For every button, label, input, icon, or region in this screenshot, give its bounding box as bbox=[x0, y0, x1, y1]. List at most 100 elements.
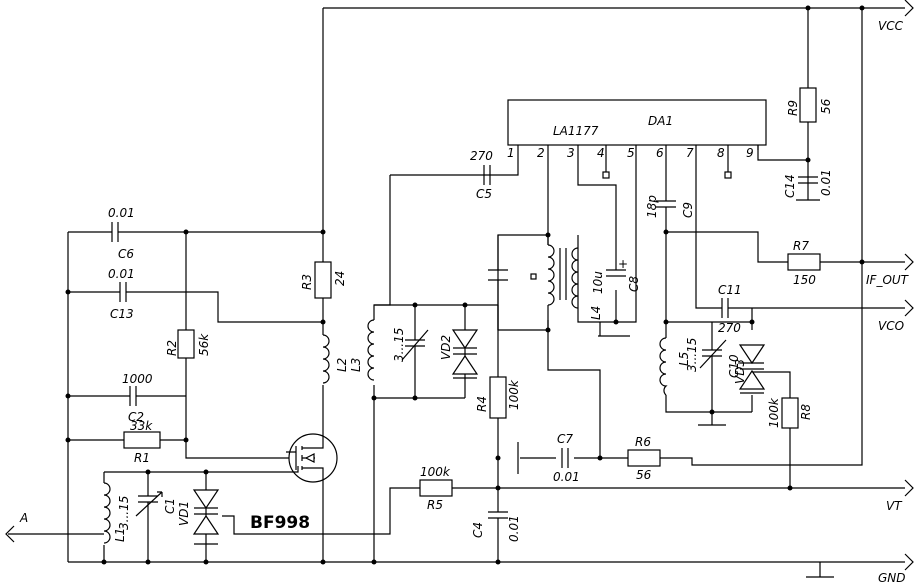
ic-pin-1: 1 bbox=[507, 146, 515, 160]
ic-pin-2: 2 bbox=[537, 146, 545, 160]
capacitor-c5: 270 C5 bbox=[470, 149, 493, 201]
c8-ref: C8 bbox=[627, 276, 641, 292]
inductor-l5: L5 bbox=[659, 337, 691, 396]
c4-value: 0.01 bbox=[507, 515, 521, 542]
diode-vd3: VD3 bbox=[733, 344, 766, 394]
capacitor-c14: C14 0.01 bbox=[783, 169, 833, 198]
c2-ref: C2 bbox=[128, 410, 144, 424]
c5-value: 270 bbox=[470, 149, 493, 163]
net-input-a: A bbox=[19, 511, 28, 525]
inductor-l4: L4 bbox=[565, 247, 603, 320]
c7-value: 0.01 bbox=[553, 470, 580, 484]
capacitor-c10: 3...15 C10 bbox=[685, 338, 741, 378]
l1-ref: L1 bbox=[113, 528, 127, 542]
ic-pin-7: 7 bbox=[686, 146, 694, 160]
l4-ref: L4 bbox=[589, 306, 603, 320]
ic-pin-3: 3 bbox=[567, 146, 575, 160]
net-gnd: GND bbox=[878, 571, 906, 584]
c8-plus: + bbox=[618, 257, 628, 271]
r9-ref: R9 bbox=[786, 100, 800, 116]
ic-pin-6: 6 bbox=[656, 146, 664, 160]
r1-ref: R1 bbox=[134, 451, 150, 465]
c14-value: 0.01 bbox=[819, 169, 833, 196]
resistor-r4: R4 100k bbox=[475, 376, 521, 419]
c6-value: 0.01 bbox=[108, 206, 135, 220]
capacitor-c2: 1000 C2 bbox=[122, 372, 153, 424]
ground-symbols bbox=[517, 199, 834, 578]
capacitor-c11: C11 270 bbox=[718, 283, 742, 335]
c10-value: 3...15 bbox=[685, 338, 699, 372]
r3-ref: R3 bbox=[300, 274, 314, 290]
resistor-r3: R3 24 bbox=[300, 261, 347, 299]
c9-value: 18p bbox=[645, 195, 659, 218]
junction-dots bbox=[65, 5, 865, 565]
c2-value: 1000 bbox=[122, 372, 153, 386]
inductor-transformer-primary bbox=[530, 244, 561, 306]
ic-ref-label: DA1 bbox=[648, 114, 673, 128]
c1-ref: C1 bbox=[163, 498, 177, 514]
r7-ref: R7 bbox=[793, 239, 809, 253]
c8-value: 10u bbox=[591, 271, 605, 294]
r3-value: 24 bbox=[333, 271, 347, 286]
c11-ref: C11 bbox=[718, 283, 742, 297]
c5-ref: C5 bbox=[476, 187, 492, 201]
r6-ref: R6 bbox=[635, 435, 651, 449]
l2-ref: L2 bbox=[335, 358, 349, 372]
capacitor-c3: 3...15 bbox=[392, 328, 429, 362]
r8-value: 100k bbox=[767, 397, 781, 428]
vd3-ref: VD3 bbox=[733, 359, 747, 384]
capacitor-unlabeled bbox=[488, 269, 508, 281]
c13-ref: C13 bbox=[110, 307, 134, 321]
c9-ref: C9 bbox=[681, 202, 695, 218]
inductor-l3: L3 bbox=[349, 319, 375, 381]
inductor-l2: L2 bbox=[322, 334, 349, 384]
c13-value: 0.01 bbox=[108, 267, 135, 281]
resistor-r9: R9 56 bbox=[786, 87, 833, 123]
mosfet-bf998: BF998 bbox=[250, 432, 338, 533]
inductor-l1: L1 bbox=[103, 482, 127, 544]
r6-value: 56 bbox=[636, 468, 652, 482]
c1-value: 3...15 bbox=[117, 496, 131, 530]
net-vt: VT bbox=[886, 499, 903, 513]
net-labels: VCC IF_OUT VCO VT GND A bbox=[5, 0, 914, 584]
net-vco: VCO bbox=[878, 319, 904, 333]
c6-ref: C6 bbox=[118, 247, 134, 261]
resistor-r1: 33k R1 bbox=[123, 419, 161, 465]
r2-ref: R2 bbox=[165, 340, 179, 356]
diode-vd2: VD2 bbox=[439, 329, 479, 379]
capacitor-c1: 3...15 C1 bbox=[117, 491, 177, 530]
resistor-r7: R7 150 bbox=[787, 239, 821, 287]
ic-pin-9: 9 bbox=[746, 146, 754, 160]
resistor-r5: 100k R5 bbox=[419, 465, 453, 512]
resistor-r2: R2 56k bbox=[165, 329, 211, 359]
net-if-out: IF_OUT bbox=[866, 273, 910, 287]
r5-ref: R5 bbox=[427, 498, 443, 512]
r4-value: 100k bbox=[507, 379, 521, 410]
capacitor-c13: 0.01 C13 bbox=[108, 267, 138, 321]
capacitor-c7: C7 0.01 bbox=[553, 432, 580, 484]
ic-pin-4: 4 bbox=[597, 146, 605, 160]
c7-ref: C7 bbox=[557, 432, 573, 446]
r2-value: 56k bbox=[197, 333, 211, 356]
resistor-r8: 100k R8 bbox=[767, 397, 813, 429]
l3-ref: L3 bbox=[349, 358, 363, 372]
r1-value: 33k bbox=[130, 419, 153, 433]
l5-ref: L5 bbox=[677, 352, 691, 366]
ic-part-label: LA1177 bbox=[553, 124, 599, 138]
vd2-ref: VD2 bbox=[439, 335, 453, 360]
c3-value: 3...15 bbox=[392, 328, 406, 362]
r5-value: 100k bbox=[420, 465, 451, 479]
capacitor-c4: C4 0.01 bbox=[471, 511, 521, 542]
ic-pin-5: 5 bbox=[627, 146, 635, 160]
c4-ref: C4 bbox=[471, 522, 485, 538]
r9-value: 56 bbox=[819, 98, 833, 114]
capacitor-c9: 18p C9 bbox=[645, 195, 695, 218]
ic-da1: LA1177 DA1 1 2 3 4 5 6 7 8 9 bbox=[507, 99, 767, 179]
mosfet-part-label: BF998 bbox=[250, 513, 310, 533]
c14-ref: C14 bbox=[783, 174, 797, 198]
capacitor-c6: 0.01 C6 bbox=[108, 206, 138, 261]
c11-value: 270 bbox=[718, 321, 741, 335]
net-vcc: VCC bbox=[878, 19, 904, 33]
r4-ref: R4 bbox=[475, 396, 489, 412]
